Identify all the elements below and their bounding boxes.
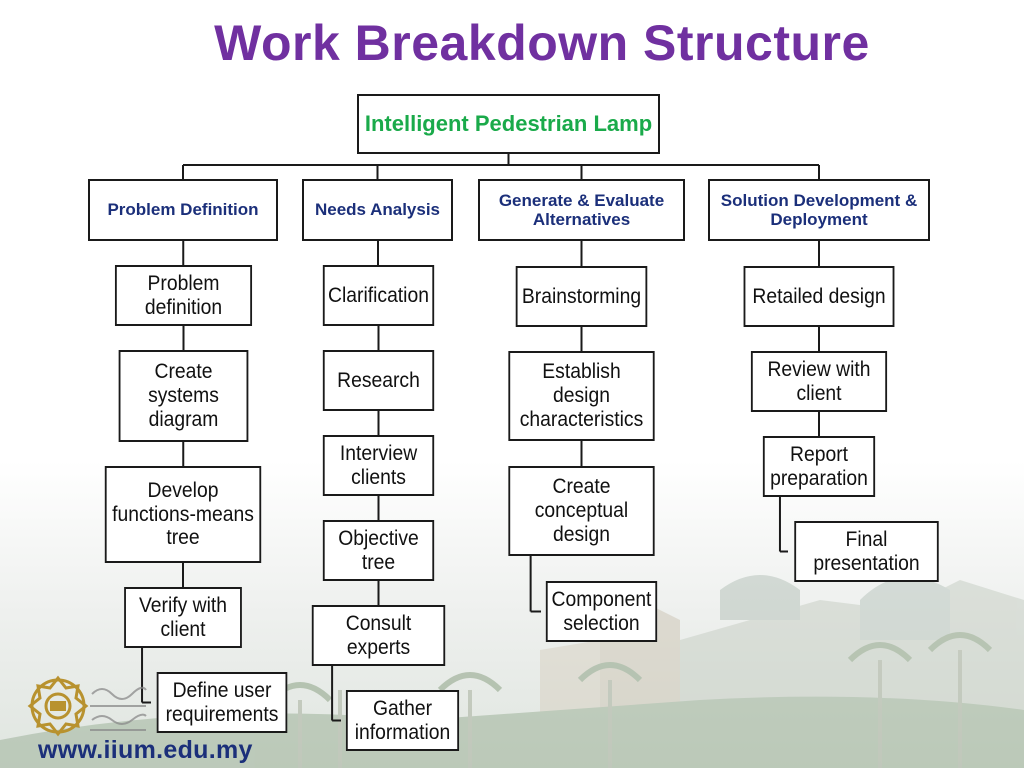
task-node: Brainstorming <box>515 266 648 327</box>
task-node: Objective tree <box>322 520 435 581</box>
slide-title: Work Breakdown Structure <box>214 15 870 71</box>
task-node: Report preparation <box>762 436 876 497</box>
task-node: Clarification <box>322 265 435 326</box>
task-node: Verify with client <box>124 587 242 648</box>
task-node: Problem definition <box>114 265 253 326</box>
task-node: Create conceptual design <box>508 466 655 556</box>
university-seal-icon <box>27 675 89 737</box>
category-problem-definition: Problem Definition <box>88 179 278 241</box>
task-node: Component selection <box>545 581 658 642</box>
category-generate-evaluate: Generate & Evaluate Alternatives <box>478 179 685 241</box>
task-node: Create systems diagram <box>118 350 249 442</box>
task-node: Establish design characteristics <box>508 351 655 441</box>
university-wordmark-icon <box>90 686 147 731</box>
category-solution-development: Solution Development & Deployment <box>708 179 930 241</box>
category-needs-analysis: Needs Analysis <box>302 179 453 241</box>
task-node: Consult experts <box>311 605 446 666</box>
task-node: Retailed design <box>743 266 895 327</box>
website-url: www.iium.edu.my <box>38 736 253 764</box>
root-node: Intelligent Pedestrian Lamp <box>357 94 660 154</box>
task-node: Gather information <box>345 690 460 751</box>
task-node: Define user requirements <box>156 672 288 733</box>
task-node: Interview clients <box>322 435 435 496</box>
task-node: Review with client <box>750 351 888 412</box>
task-node: Develop functions-means tree <box>104 466 262 563</box>
task-node: Final presentation <box>794 521 939 582</box>
task-node: Research <box>322 350 435 411</box>
